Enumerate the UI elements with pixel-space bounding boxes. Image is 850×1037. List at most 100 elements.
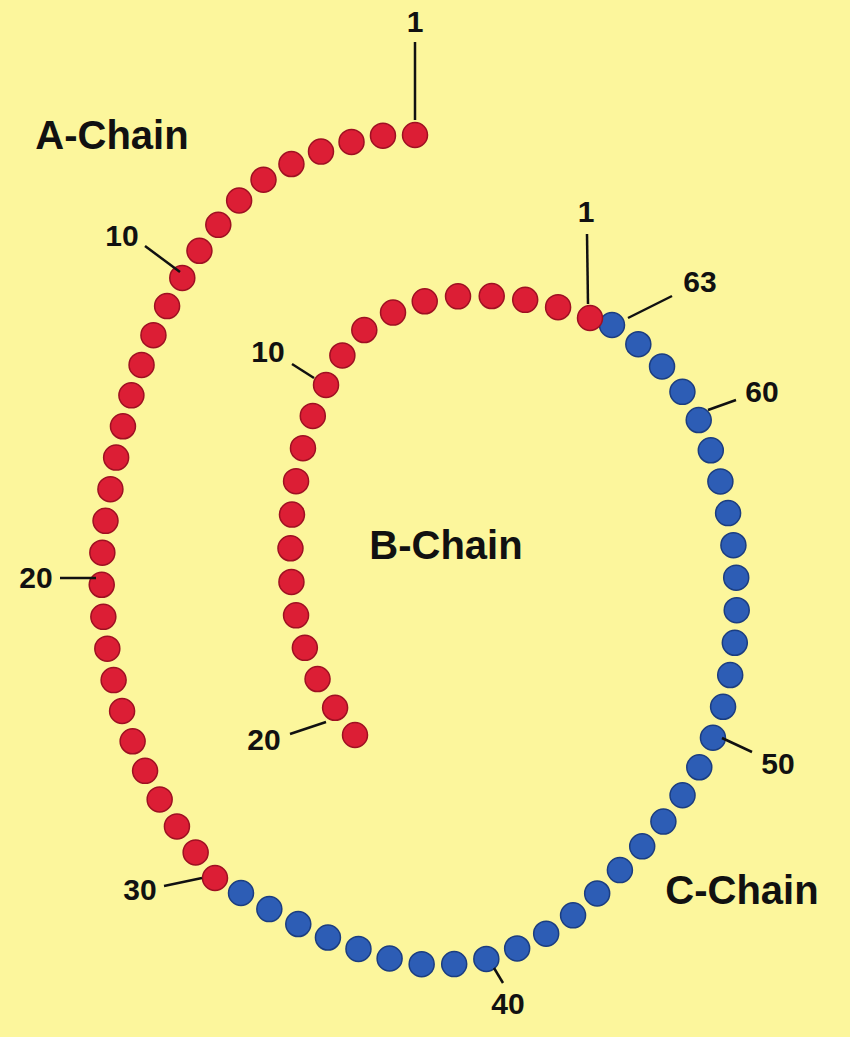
a-chain-residue (164, 814, 189, 839)
residue-number: 50 (761, 749, 794, 779)
a-chain-residue (141, 323, 166, 348)
b-chain-residue (284, 603, 309, 628)
residue-number: 20 (19, 563, 52, 593)
c-chain-residue (708, 469, 733, 494)
leader-line (587, 234, 588, 304)
b-chain-residue (279, 502, 304, 527)
a-chain-residue (101, 668, 126, 693)
c-chain-residue (534, 921, 559, 946)
a-chain-residue (129, 352, 154, 377)
b-chain-residue (305, 667, 330, 692)
residue-number: 10 (251, 337, 284, 367)
c-chain-residue (505, 936, 530, 961)
guide-paths (102, 135, 737, 965)
c-chain-residue (670, 379, 695, 404)
c-chain-residue (585, 881, 610, 906)
c-chain-residue (561, 903, 586, 928)
a-chain-residue (370, 123, 395, 148)
a-chain-residue (110, 698, 135, 723)
residue-number: 1 (407, 7, 424, 37)
a-chain-residue (170, 265, 195, 290)
a-chain-residue (93, 508, 118, 533)
b-chain-residue (446, 284, 471, 309)
chain-label: B-Chain (369, 525, 522, 565)
c-chain-residue (651, 809, 676, 834)
c-chain-residue (711, 694, 736, 719)
c-chain-residue (409, 952, 434, 977)
c-chain-residue (650, 354, 675, 379)
b-chain-residue (330, 343, 355, 368)
chain-guide (241, 325, 737, 965)
c-chain-residue (346, 936, 371, 961)
leader-line (164, 878, 202, 886)
c-chain-residue (229, 881, 254, 906)
b-chain-residue (412, 289, 437, 314)
leader-line (494, 968, 503, 983)
b-chain-residue (578, 306, 603, 331)
c-chain-residue (442, 952, 467, 977)
residue-number: 1 (578, 197, 595, 227)
a-chain-residue (183, 840, 208, 865)
b-chain-residue (343, 723, 368, 748)
a-chain-residue (104, 445, 129, 470)
leader-line (292, 364, 314, 378)
a-chain-residue (110, 414, 135, 439)
a-chain-residue (403, 123, 428, 148)
b-chain-residue (284, 469, 309, 494)
residue-number: 30 (123, 875, 156, 905)
c-chain-residue (687, 755, 712, 780)
b-chain-residue (292, 635, 317, 660)
leader-line (414, 42, 417, 120)
a-chain-residue (147, 787, 172, 812)
a-chain-residue (119, 383, 144, 408)
a-chain-residue (187, 238, 212, 263)
chain-label: C-Chain (665, 870, 818, 910)
b-chain-residue (381, 300, 406, 325)
chain-guide (102, 135, 415, 878)
b-chain-residue (323, 695, 348, 720)
c-chain-residue (698, 438, 723, 463)
c-chain-residue (377, 946, 402, 971)
c-chain-residue (315, 925, 340, 950)
chain-label: A-Chain (35, 115, 188, 155)
b-chain-residue (352, 318, 377, 343)
leader-line (628, 296, 672, 318)
leader-line (145, 246, 180, 272)
b-chain-residue (479, 284, 504, 309)
b-chain-residue (300, 403, 325, 428)
a-chain-residue (203, 866, 228, 891)
a-chain-residue (91, 604, 116, 629)
c-chain-residue (722, 630, 747, 655)
leader-line (708, 400, 736, 410)
b-chain-residue (290, 436, 315, 461)
c-chain-residue (686, 408, 711, 433)
a-chain-residue (251, 167, 276, 192)
residue-number: 10 (105, 221, 138, 251)
a-chain-residue (308, 139, 333, 164)
residue-number: 63 (683, 267, 716, 297)
c-chain-residue (630, 834, 655, 859)
leader-line (60, 577, 96, 580)
c-chain-residue (626, 332, 651, 357)
a-chain-residue (279, 152, 304, 177)
c-chain-residue (700, 725, 725, 750)
leader-line (290, 722, 326, 734)
leader-lines (60, 42, 752, 983)
a-chain-residue (339, 129, 364, 154)
residue-number: 60 (745, 377, 778, 407)
c-chain-residue (716, 501, 741, 526)
a-chain-residue (120, 729, 145, 754)
residue-beads (89, 123, 749, 977)
c-chain-residue (286, 912, 311, 937)
c-chain-residue (721, 533, 746, 558)
b-chain-residue (546, 295, 571, 320)
c-chain-residue (257, 897, 282, 922)
c-chain-residue (600, 313, 625, 338)
chain-guide (290, 296, 590, 735)
c-chain-residue (724, 598, 749, 623)
c-chain-residue (718, 663, 743, 688)
c-chain-residue (670, 783, 695, 808)
a-chain-residue (155, 294, 180, 319)
b-chain-residue (278, 536, 303, 561)
